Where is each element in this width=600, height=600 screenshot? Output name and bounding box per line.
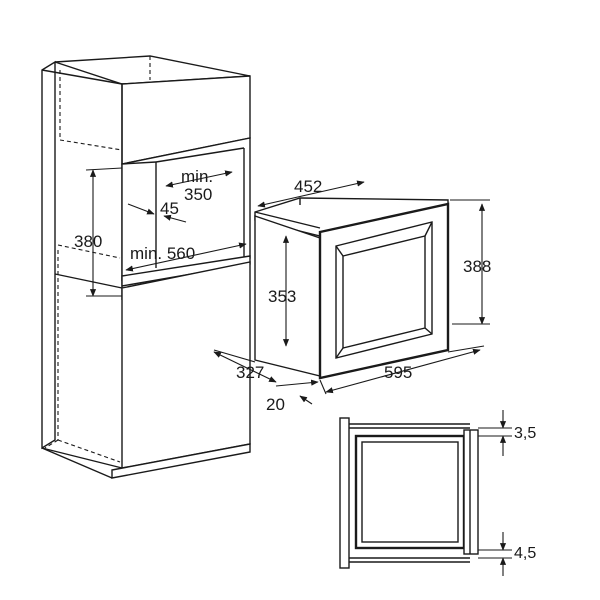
label-cabinet-350: 350 [184,185,212,204]
label-oven-353: 353 [268,287,296,306]
label-oven-327: 327 [236,363,264,382]
label-detail-4-5: 4,5 [514,545,536,562]
label-cabinet-380: 380 [74,232,102,251]
kitchen-cabinet [41,55,251,479]
label-cabinet-45: 45 [160,199,179,218]
label-detail-3-5: 3,5 [514,425,536,442]
label-oven-20: 20 [266,395,285,414]
label-cabinet-min-560: min. 560 [130,244,195,263]
label-oven-595: 595 [384,363,412,382]
label-oven-388: 388 [463,257,491,276]
label-oven-452: 452 [294,177,322,196]
section-detail [339,410,512,576]
label-cabinet-min: min. [181,167,213,186]
oven-dimensions [213,180,490,405]
cabinet-dimensions [85,167,247,297]
